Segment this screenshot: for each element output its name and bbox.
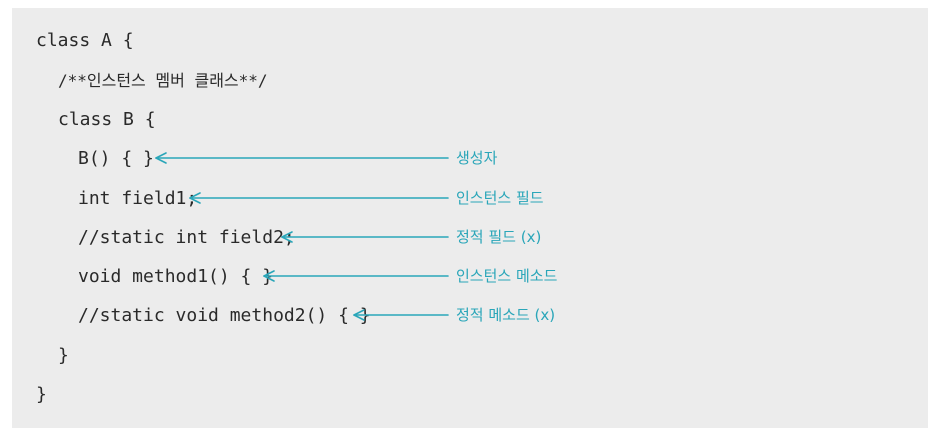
code-line-field2: //static int field2; — [78, 227, 295, 248]
code-line-comment: /**인스턴스 멤버 클래스**/ — [58, 71, 268, 90]
annotation-constructor: 생성자 — [456, 149, 498, 167]
code-line-close-a: } — [36, 384, 47, 405]
code-panel — [12, 8, 928, 428]
code-line-class-a: class A { — [36, 30, 134, 51]
code-line-constructor: B() { } — [78, 148, 154, 169]
annotation-instance-method: 인스턴스 메소드 — [456, 267, 558, 285]
annotation-instance-field: 인스턴스 필드 — [456, 189, 544, 207]
code-line-class-b: class B { — [58, 109, 156, 130]
code-line-close-b: } — [58, 345, 69, 366]
code-line-method2: //static void method2() { } — [78, 305, 371, 326]
code-line-field1: int field1; — [78, 188, 198, 209]
annotation-static-field: 정적 필드 (x) — [456, 228, 542, 246]
annotation-static-method: 정적 메소드 (x) — [456, 306, 556, 324]
code-line-method1: void method1() { } — [78, 266, 274, 287]
